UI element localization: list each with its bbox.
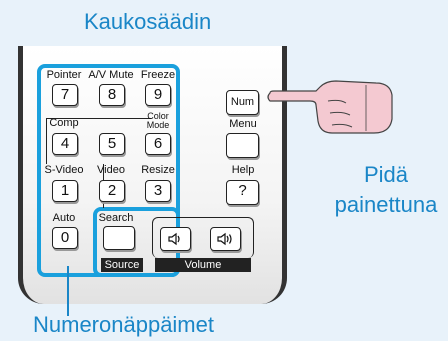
page-title: Kaukosäädin [84, 9, 212, 34]
key-3[interactable]: 3 [145, 180, 171, 202]
volume-down-button[interactable] [160, 227, 191, 251]
search-label: Search [98, 212, 134, 224]
source-label: Source [101, 258, 143, 272]
key-6[interactable]: 6 [145, 133, 171, 155]
key-2[interactable]: 2 [99, 180, 125, 202]
comp-label: Comp [49, 117, 79, 129]
key-4[interactable]: 4 [52, 133, 78, 155]
key-5[interactable]: 5 [99, 133, 125, 155]
pointing-hand-icon [267, 80, 393, 134]
key-1[interactable]: 1 [52, 180, 78, 202]
label-pointer-line [67, 266, 69, 316]
key-9[interactable]: 9 [145, 84, 171, 106]
video-label: Video [97, 164, 125, 176]
pointer-label: Pointer [46, 69, 82, 81]
av-mute-label: A/V Mute [88, 69, 134, 81]
auto-label: Auto [52, 212, 76, 224]
num-button[interactable]: Num [226, 90, 259, 115]
hold-hint: Pidä painettuna [326, 160, 446, 220]
group-divider [46, 118, 47, 164]
remote-control: Pointer 7 A/V Mute 8 Freeze 9 Comp 4 5 C… [18, 46, 287, 304]
menu-button[interactable] [226, 133, 259, 158]
volume-group [152, 217, 254, 258]
menu-label: Menu [229, 118, 257, 130]
volume-label: Volume [155, 258, 251, 272]
volume-up-button[interactable] [210, 227, 241, 251]
key-0[interactable]: 0 [52, 227, 78, 249]
key-8[interactable]: 8 [99, 84, 125, 106]
color-mode-label-1: Color [147, 111, 169, 121]
speaker-high-icon [216, 232, 232, 246]
hint-line-1: Pidä [363, 162, 409, 187]
s-video-label: S-Video [44, 164, 84, 176]
color-mode-label-2: Mode [146, 120, 170, 130]
number-keys-label: Numeronäppäimet [33, 312, 214, 337]
hint-line-2: painettuna [334, 192, 438, 217]
search-button[interactable] [103, 226, 135, 250]
help-button[interactable]: ? [226, 180, 259, 205]
help-label: Help [231, 164, 255, 176]
key-7[interactable]: 7 [52, 84, 78, 106]
speaker-low-icon [167, 232, 180, 246]
freeze-label: Freeze [140, 69, 176, 81]
resize-label: Resize [141, 164, 175, 176]
group-divider [46, 118, 151, 119]
